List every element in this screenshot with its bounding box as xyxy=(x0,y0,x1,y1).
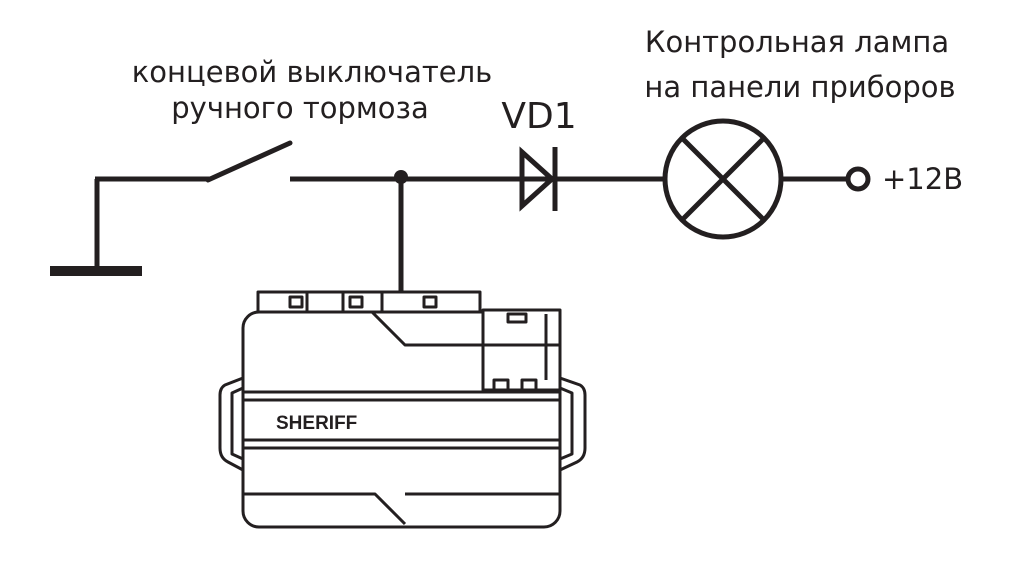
module-brand-label: SHERIFF xyxy=(276,413,357,434)
supply-terminal xyxy=(845,166,871,192)
handbrake-switch xyxy=(205,140,293,183)
supply-label: +12В xyxy=(882,162,963,196)
diode-label: VD1 xyxy=(501,96,576,137)
lamp-label-line1: Контрольная лампа xyxy=(645,25,949,59)
switch-label-line1: концевой выключатель xyxy=(132,55,492,89)
lamp-label-line2: на панели приборов xyxy=(644,70,955,104)
ground-symbol xyxy=(50,176,210,276)
sheriff-module xyxy=(218,290,587,529)
indicator-lamp xyxy=(662,118,784,240)
switch-label-line2: ручного тормоза xyxy=(171,91,428,125)
diode-vd1 xyxy=(519,146,558,212)
